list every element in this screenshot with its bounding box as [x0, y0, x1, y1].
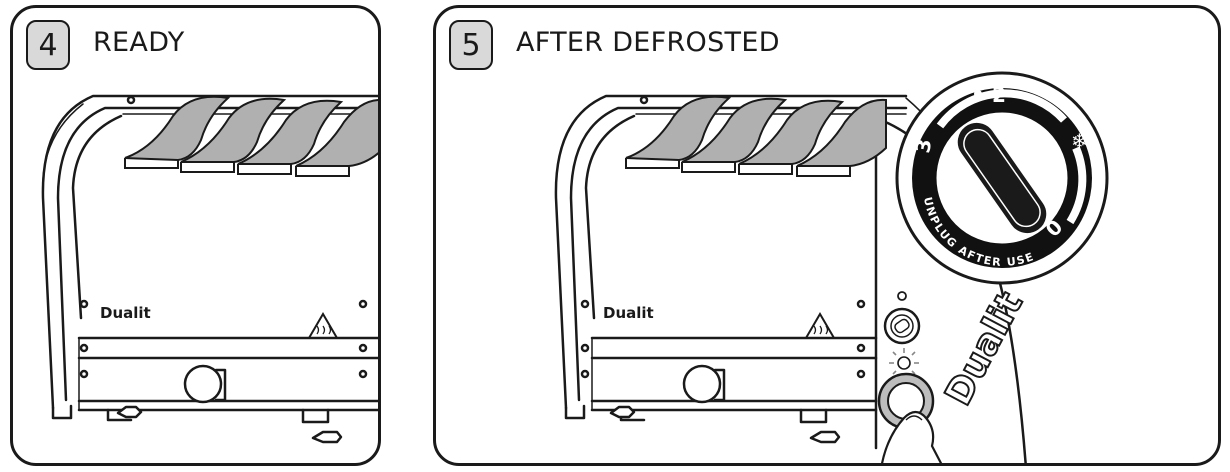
magnified-dial: 2 3 0 ❄ UNPLUG AFTER USE FIRE RISK — [895, 71, 1109, 285]
brand-logo: Dualit — [100, 304, 151, 322]
toaster-illustration: Dualit Dualit — [554, 71, 1109, 463]
snowflake-icon: ❄ — [1071, 129, 1088, 153]
step-5-panel: 5 AFTER DEFROSTED — [433, 5, 1221, 466]
step-title: AFTER DEFROSTED — [516, 27, 780, 58]
dial-knob[interactable] — [949, 114, 1055, 242]
step-number-badge: 4 — [26, 20, 70, 70]
dial-label-3: 3 — [910, 137, 936, 155]
indicator-light — [897, 291, 907, 301]
hot-surface-warning-icon — [307, 312, 339, 339]
hot-surface-warning-icon — [804, 312, 836, 339]
step-4-panel: 4 READY — [10, 5, 381, 466]
toaster-illustration: Dualit — [41, 94, 378, 444]
step-title: READY — [93, 27, 185, 58]
side-brand-logo: Dualit — [938, 286, 1031, 413]
dial-label-2: 2 — [992, 83, 1006, 107]
step-number-badge: 5 — [449, 20, 493, 70]
side-control-panel — [877, 291, 935, 430]
brand-logo: Dualit — [603, 304, 654, 322]
finger-icon — [881, 410, 943, 463]
